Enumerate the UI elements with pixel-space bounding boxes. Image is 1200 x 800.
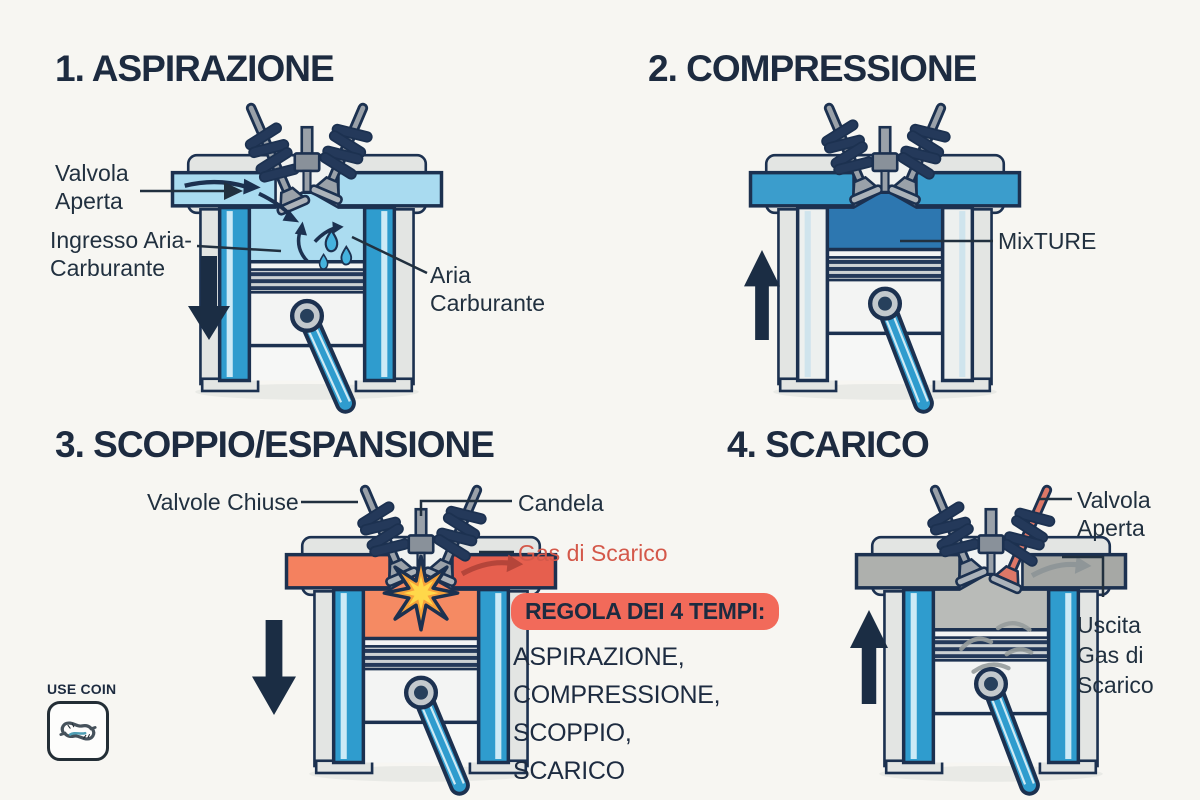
intake-valve bbox=[927, 484, 990, 588]
label-aria-carburante: Aria Carburante bbox=[430, 262, 546, 316]
rule-title: REGOLA DEI 4 TEMPI: bbox=[525, 598, 766, 624]
rule-title-badge: REGOLA DEI 4 TEMPI: bbox=[511, 593, 780, 630]
engine-diagram-scoppio bbox=[284, 484, 558, 796]
intake-port bbox=[854, 552, 965, 590]
spark-plug bbox=[871, 125, 899, 193]
fuel-droplets bbox=[318, 228, 353, 270]
down-arrow-icon bbox=[252, 620, 296, 715]
wrist-pin bbox=[867, 286, 903, 321]
label-valvola-aperta-4: Valvola Aperta bbox=[1077, 487, 1151, 541]
spark-plug bbox=[977, 507, 1005, 575]
intake-valve bbox=[244, 102, 311, 216]
panel-title-scoppio: 3. SCOPPIO/ESPANSIONE bbox=[55, 424, 495, 465]
engine-diagram-compressione bbox=[748, 102, 1022, 414]
coin-badge bbox=[47, 701, 109, 761]
cylinder-walls bbox=[331, 587, 511, 765]
panel-title-scarico: 4. SCARICO bbox=[727, 424, 930, 465]
label-uscita-gas-di-scarico: Uscita Gas di Scarico bbox=[1077, 612, 1154, 698]
intake-valve bbox=[357, 484, 420, 588]
connecting-rod bbox=[874, 293, 934, 414]
intake-port bbox=[748, 170, 859, 208]
rule-strokes-list: ASPIRAZIONE, COMPRESSIONE, SCOPPIO, SCAR… bbox=[513, 638, 721, 790]
cylinder-walls bbox=[901, 587, 1081, 765]
engine-diagram-scarico bbox=[854, 484, 1128, 796]
label-valvola-aperta-1: Valvola Aperta bbox=[55, 160, 129, 214]
rule-stroke-1: ASPIRAZIONE, bbox=[513, 643, 685, 671]
wrist-pin bbox=[973, 666, 1009, 701]
up-arrow-icon bbox=[744, 250, 780, 340]
exhaust-flow-arrow bbox=[460, 554, 524, 577]
label-gas-di-scarico: Gas di Scarico bbox=[518, 540, 668, 566]
exhaust-valve bbox=[988, 484, 1056, 595]
rule-stroke-3: SCOPPIO, bbox=[513, 719, 632, 747]
rule-stroke-2: COMPRESSIONE, bbox=[513, 681, 721, 709]
label-mixture: MixTURE bbox=[998, 228, 1097, 254]
watermark-label: USE COIN bbox=[47, 681, 117, 697]
label-valvole-chiuse: Valvole Chiuse bbox=[147, 489, 299, 515]
label-ingresso-aria-carburante: Ingresso Aria-Carburante bbox=[50, 227, 192, 281]
knot-icon bbox=[59, 721, 97, 741]
explosion-star bbox=[382, 554, 460, 632]
panel-title-compressione: 2. COMPRESSIONE bbox=[648, 48, 977, 89]
exhaust-valve bbox=[886, 102, 951, 206]
rule-stroke-4: SCARICO bbox=[513, 757, 625, 785]
wrist-pin bbox=[289, 298, 325, 333]
intake-port bbox=[284, 552, 395, 590]
smoke-swirls bbox=[959, 621, 1034, 674]
connecting-rod bbox=[980, 673, 1040, 796]
wrist-pin bbox=[403, 675, 439, 710]
exhaust-valve bbox=[308, 102, 373, 206]
watermark: USE COIN bbox=[47, 681, 116, 761]
label-candela: Candela bbox=[518, 490, 604, 516]
up-arrow-icon bbox=[850, 610, 888, 704]
panel-title-aspirazione: 1. ASPIRAZIONE bbox=[55, 48, 335, 89]
spark-plug bbox=[293, 125, 321, 193]
cylinder-walls bbox=[795, 205, 975, 383]
down-arrow-icon bbox=[188, 256, 230, 340]
